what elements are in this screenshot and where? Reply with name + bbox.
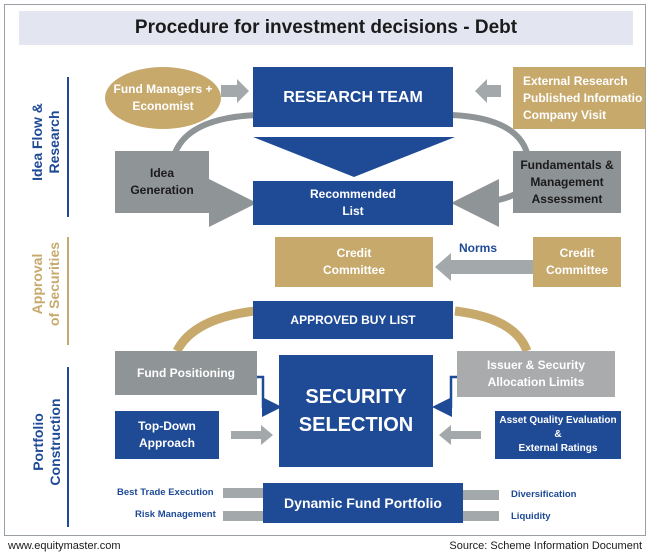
credit-committee-left-node: Credit Committee — [275, 237, 433, 287]
idea-generation-label: Idea Generation — [130, 166, 194, 197]
bar-risk-management — [223, 511, 263, 521]
norms-label: Norms — [459, 241, 498, 255]
arrow-topdown-to-selection — [231, 425, 273, 445]
recommended-list-node: Recommended List — [253, 181, 453, 225]
bar-best-trade — [223, 488, 263, 498]
footer-source-document: Source: Scheme Information Document — [449, 540, 642, 552]
fund-positioning-node: Fund Positioning — [115, 351, 257, 395]
security-selection-node: SECURITY SELECTION — [279, 355, 433, 467]
diagram-title: Procedure for investment decisions - Deb… — [134, 17, 518, 38]
section-label-idea-flow: Idea Flow & Research — [29, 103, 62, 181]
footer-source-site: www.equitymaster.com — [8, 540, 121, 552]
chevron-down-arrow — [253, 137, 455, 177]
gold-arch-right — [454, 306, 532, 353]
section-rule-portfolio — [67, 367, 69, 527]
arrow-asset-to-selection — [439, 425, 481, 445]
fund-managers-label: Fund Managers + Economist — [113, 82, 213, 113]
top-down-node: Top-Down Approach — [115, 411, 219, 459]
issuer-limits-label: Issuer & Security Allocation Limits — [486, 358, 586, 389]
research-team-node: RESEARCH TEAM — [253, 67, 453, 127]
credit-committee-right-node: Credit Committee — [533, 237, 621, 287]
arrow-external-to-research — [475, 79, 501, 103]
diagram-frame: Procedure for investment decisions - Deb… — [4, 4, 646, 536]
connector-issuer-limits — [432, 375, 457, 417]
recommended-list-label: Recommended List — [309, 187, 397, 218]
norms-arrow — [435, 253, 533, 281]
best-trade-label: Best Trade Execution — [117, 487, 214, 498]
connector-fund-positioning — [257, 375, 282, 417]
idea-generation-node: Idea Generation — [115, 151, 209, 213]
risk-management-label: Risk Management — [135, 509, 216, 520]
fundamentals-label: Fundamentals & Management Assessment — [520, 157, 614, 206]
title-bar: Procedure for investment decisions - Deb… — [19, 11, 633, 45]
bar-diversification — [463, 490, 499, 500]
fundamentals-node: Fundamentals & Management Assessment — [513, 151, 621, 213]
section-label-portfolio: Portfolio Construction — [30, 398, 63, 486]
external-research-label: External Research Published Informatio C… — [523, 73, 643, 122]
diversification-label: Diversification — [511, 489, 577, 500]
dynamic-portfolio-node: Dynamic Fund Portfolio — [263, 483, 463, 523]
external-research-node: External Research Published Informatio C… — [513, 67, 645, 129]
section-rule-approval — [67, 237, 69, 345]
research-team-label: RESEARCH TEAM — [283, 88, 423, 106]
top-down-label: Top-Down Approach — [138, 419, 196, 450]
fund-managers-node: Fund Managers + Economist — [105, 67, 221, 129]
security-selection-label: SECURITY SELECTION — [298, 386, 414, 436]
liquidity-label: Liquidity — [511, 511, 551, 522]
arrow-fund-managers-to-research — [221, 79, 249, 103]
section-label-approval: Approval of Securities — [29, 241, 62, 327]
dynamic-portfolio-label: Dynamic Fund Portfolio — [284, 494, 442, 511]
asset-quality-node: Asset Quality Evaluation & External Rati… — [495, 411, 621, 459]
issuer-limits-node: Issuer & Security Allocation Limits — [457, 351, 615, 397]
section-rule-idea-flow — [67, 77, 69, 217]
credit-committee-right-label: Credit Committee — [545, 246, 608, 277]
fund-positioning-label: Fund Positioning — [137, 365, 235, 380]
approved-buy-list-label: APPROVED BUY LIST — [290, 312, 416, 327]
approved-buy-list-node: APPROVED BUY LIST — [253, 301, 453, 339]
credit-committee-left-label: Credit Committee — [322, 246, 385, 277]
bar-liquidity — [463, 511, 499, 521]
asset-quality-label: Asset Quality Evaluation & External Rati… — [499, 415, 617, 454]
gold-arch-left — [172, 306, 256, 354]
